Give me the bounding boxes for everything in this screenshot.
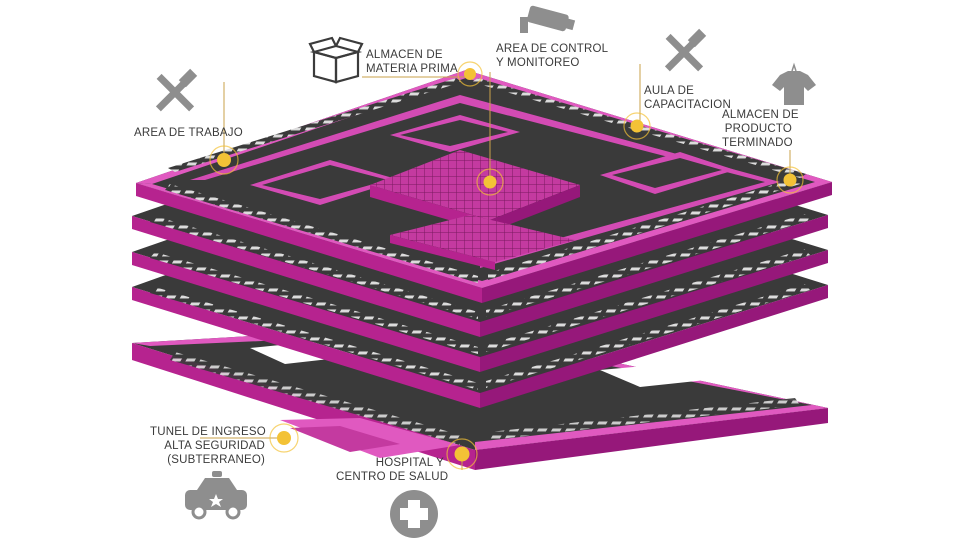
label-line: (SUBTERRANEO) [150,453,265,467]
label-line: CAPACITACION [644,98,731,112]
box-icon [310,38,362,82]
shirt-icon [772,65,816,105]
label-line: CENTRO DE SALUD [336,470,444,484]
label-line: AULA DE [644,84,731,98]
label-line: HOSPITAL Y [336,456,444,470]
label-aula: AULA DE CAPACITACION [644,84,731,112]
police-car-icon [185,471,247,518]
label-line: MATERIA PRIMA [366,62,458,76]
label-line: ALTA SEGURIDAD [150,439,265,453]
label-line: ALMACEN DE [366,48,458,62]
tools-icon [156,69,197,112]
label-almacen-materia: ALMACEN DE MATERIA PRIMA [366,48,458,76]
label-line: PRODUCTO [722,122,792,136]
tools-icon [665,29,706,72]
label-line: Y MONITOREO [496,56,608,70]
label-almacen-producto: ALMACEN DE PRODUCTO TERMINADO [722,108,792,150]
label-area-trabajo: AREA DE TRABAJO [134,126,243,140]
label-tunel: TUNEL DE INGRESO ALTA SEGURIDAD (SUBTERR… [150,425,265,467]
label-line: TERMINADO [722,136,792,150]
label-line: TUNEL DE INGRESO [150,425,265,439]
label-line: ALMACEN DE [722,108,792,122]
camera-icon [520,5,575,33]
label-hospital: HOSPITAL Y CENTRO DE SALUD [336,456,444,484]
medical-cross-icon [390,490,438,538]
label-line: AREA DE TRABAJO [134,126,243,140]
label-area-control: AREA DE CONTROL Y MONITOREO [496,42,608,70]
label-line: AREA DE CONTROL [496,42,608,56]
